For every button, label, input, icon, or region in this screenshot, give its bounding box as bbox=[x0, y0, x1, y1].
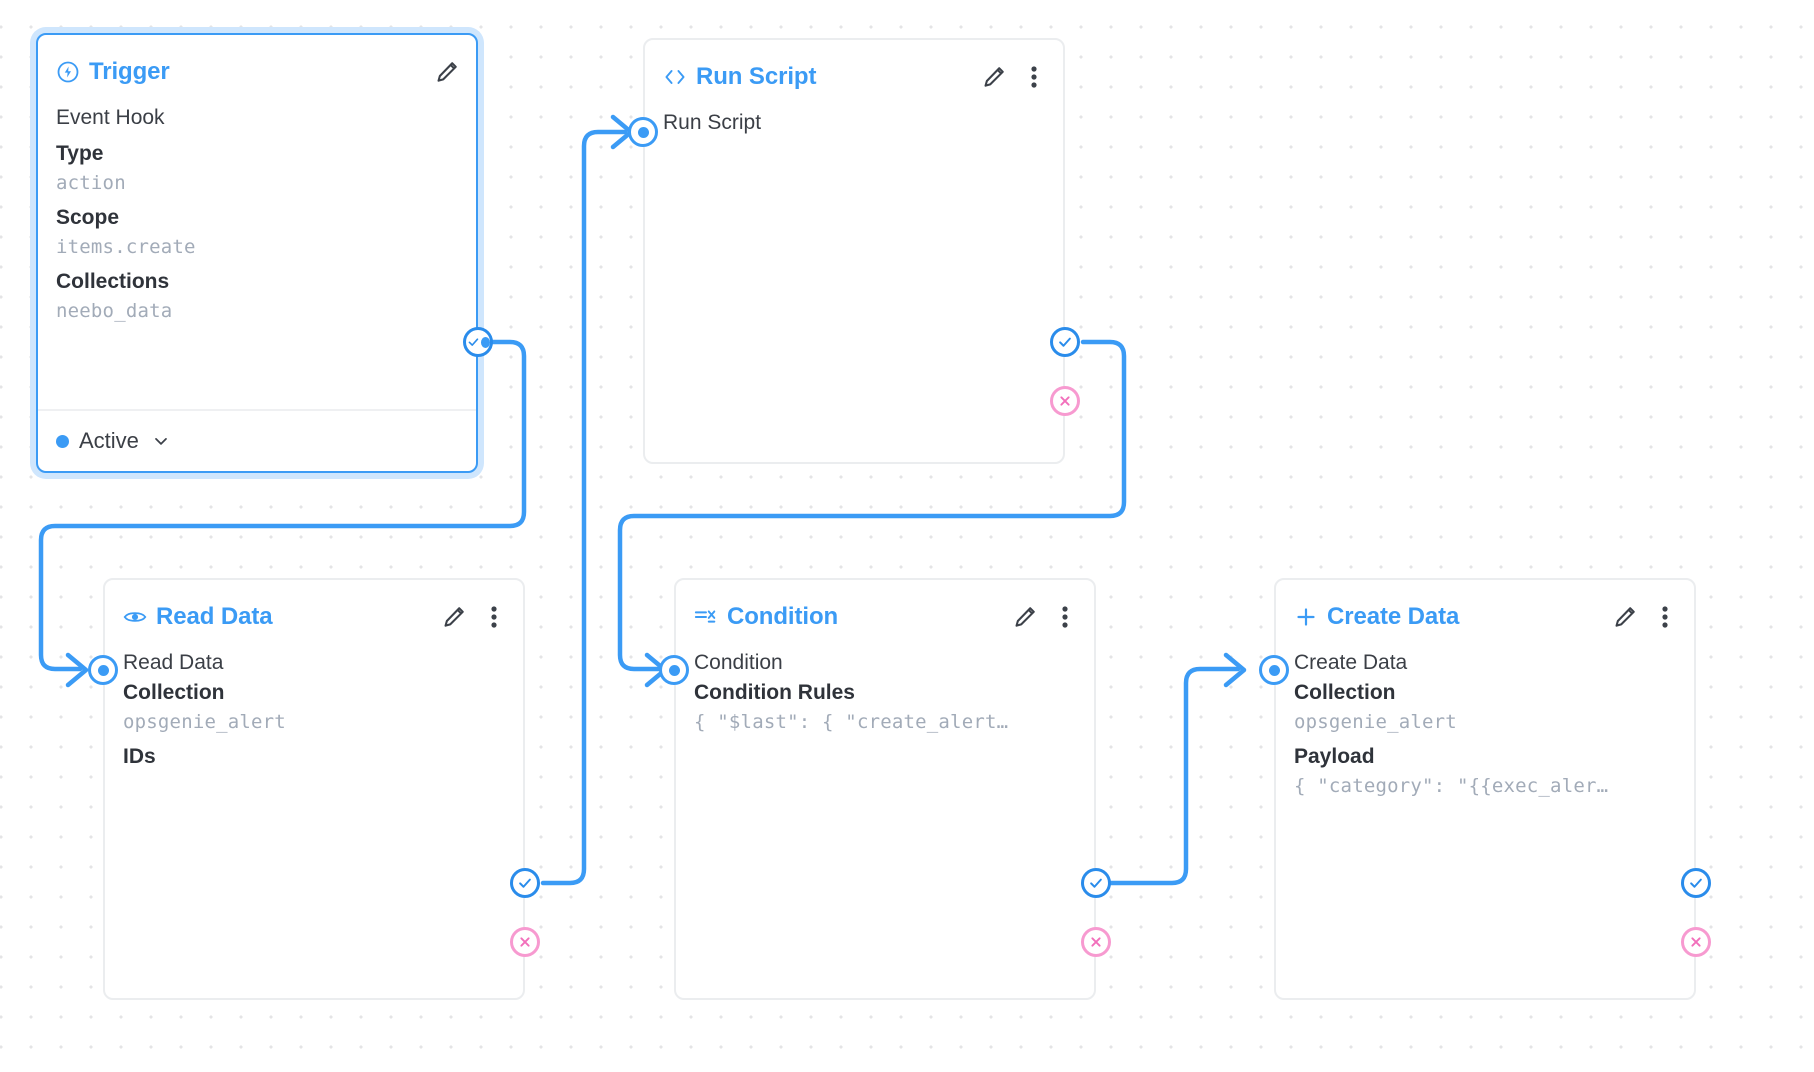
plus-icon bbox=[1294, 605, 1318, 629]
node-create-data-title: Create Data bbox=[1327, 603, 1460, 630]
node-create-data-body: Create Data Collection opsgenie_alert Pa… bbox=[1276, 640, 1694, 800]
run-script-input-port[interactable] bbox=[628, 117, 658, 147]
field-collection-value: opsgenie_alert bbox=[1294, 710, 1457, 733]
node-create-data-row-name: Create Data bbox=[1294, 651, 1408, 674]
chevron-down-icon[interactable] bbox=[151, 431, 171, 451]
field-payload-label: Payload bbox=[1294, 745, 1375, 769]
trigger-status-label: Active bbox=[79, 428, 139, 453]
node-run-script-title: Run Script bbox=[696, 63, 817, 90]
edit-pencil-icon[interactable] bbox=[1012, 604, 1038, 630]
more-options-icon[interactable] bbox=[481, 604, 507, 630]
more-options-icon[interactable] bbox=[1052, 604, 1078, 630]
node-run-script-title-group: Run Script bbox=[663, 65, 816, 89]
node-trigger-title-group: Trigger bbox=[56, 60, 170, 84]
node-read-data-header: Read Data bbox=[105, 580, 523, 640]
condition-reject-port[interactable] bbox=[1081, 927, 1111, 957]
field-condition-rules-label: Condition Rules bbox=[694, 681, 855, 705]
eye-icon bbox=[123, 605, 147, 629]
trigger-output-port[interactable] bbox=[463, 327, 493, 357]
field-collections-value: neebo_data bbox=[56, 299, 173, 322]
condition-input-port[interactable] bbox=[659, 655, 689, 685]
field-collection-label: Collection bbox=[123, 681, 225, 705]
node-create-data-header: Create Data bbox=[1276, 580, 1694, 640]
field-scope-value: items.create bbox=[56, 235, 196, 258]
edit-pencil-icon[interactable] bbox=[441, 604, 467, 630]
field-collection-value: opsgenie_alert bbox=[123, 710, 286, 733]
node-condition[interactable]: Condition Conditio bbox=[674, 578, 1096, 1000]
node-trigger[interactable]: Trigger Event Hook Type action Scope ite… bbox=[36, 33, 478, 473]
node-trigger-body: Event Hook Type action Scope items.creat… bbox=[38, 95, 476, 325]
code-brackets-icon bbox=[663, 65, 687, 89]
read-data-reject-port[interactable] bbox=[510, 927, 540, 957]
trigger-status-bar[interactable]: Active bbox=[38, 409, 476, 471]
node-condition-title: Condition bbox=[727, 603, 839, 630]
create-data-resolve-port[interactable] bbox=[1681, 868, 1711, 898]
node-create-data-title-group: Create Data bbox=[1294, 605, 1459, 629]
field-condition-rules-value: { "$last": { "create_alert… bbox=[694, 710, 1009, 733]
field-scope-label: Scope bbox=[56, 206, 120, 230]
node-condition-title-group: Condition bbox=[694, 605, 838, 629]
field-collection: Collection opsgenie_alert bbox=[123, 678, 505, 736]
edit-pencil-icon[interactable] bbox=[434, 59, 460, 85]
more-options-icon[interactable] bbox=[1652, 604, 1678, 630]
node-read-data-row-name: Read Data bbox=[123, 651, 224, 674]
node-condition-actions bbox=[1012, 604, 1078, 630]
node-trigger-title: Trigger bbox=[89, 58, 170, 85]
create-data-reject-port[interactable] bbox=[1681, 927, 1711, 957]
read-data-resolve-port[interactable] bbox=[510, 868, 540, 898]
run-script-resolve-port[interactable] bbox=[1050, 327, 1080, 357]
edit-pencil-icon[interactable] bbox=[1612, 604, 1638, 630]
field-condition-rules: Condition Rules { "$last": { "create_ale… bbox=[694, 678, 1076, 736]
read-data-input-port[interactable] bbox=[88, 655, 118, 685]
node-trigger-row-name: Event Hook bbox=[56, 106, 165, 129]
field-payload-value: { "category": "{{exec_aler… bbox=[1294, 774, 1609, 797]
node-run-script-body: Run Script bbox=[645, 100, 1063, 138]
node-read-data-body: Read Data Collection opsgenie_alert IDs bbox=[105, 640, 523, 772]
node-condition-row-name: Condition bbox=[694, 651, 783, 674]
node-trigger-actions bbox=[434, 59, 460, 85]
node-condition-body: Condition Condition Rules { "$last": { "… bbox=[676, 640, 1094, 736]
node-trigger-header: Trigger bbox=[38, 35, 476, 95]
field-ids: IDs bbox=[123, 742, 505, 771]
node-create-data[interactable]: Create Data Create bbox=[1274, 578, 1696, 1000]
field-collection-label: Collection bbox=[1294, 681, 1396, 705]
field-type-value: action bbox=[56, 171, 126, 194]
node-read-data-title-group: Read Data bbox=[123, 603, 273, 630]
more-options-icon[interactable] bbox=[1021, 64, 1047, 90]
node-read-data-title: Read Data bbox=[156, 603, 273, 630]
field-collection: Collection opsgenie_alert bbox=[1294, 678, 1676, 736]
node-read-data-actions bbox=[441, 604, 507, 630]
node-create-data-actions bbox=[1612, 604, 1678, 630]
field-collections: Collections neebo_data bbox=[56, 267, 458, 325]
node-run-script-header: Run Script bbox=[645, 40, 1063, 100]
node-run-script-actions bbox=[981, 64, 1047, 90]
field-ids-label: IDs bbox=[123, 745, 156, 769]
node-read-data[interactable]: Read Data Read Dat bbox=[103, 578, 525, 1000]
field-payload: Payload { "category": "{{exec_aler… bbox=[1294, 742, 1676, 800]
node-condition-header: Condition bbox=[676, 580, 1094, 640]
field-collections-label: Collections bbox=[56, 270, 170, 294]
trigger-bolt-icon bbox=[56, 60, 80, 84]
create-data-input-port[interactable] bbox=[1259, 655, 1289, 685]
run-script-reject-port[interactable] bbox=[1050, 386, 1080, 416]
condition-filter-icon bbox=[694, 605, 718, 629]
edit-pencil-icon[interactable] bbox=[981, 64, 1007, 90]
node-run-script-row-name: Run Script bbox=[663, 111, 762, 134]
field-scope: Scope items.create bbox=[56, 203, 458, 261]
field-type-label: Type bbox=[56, 142, 104, 166]
field-type: Type action bbox=[56, 139, 458, 197]
node-run-script[interactable]: Run Script Run Scr bbox=[643, 38, 1065, 464]
status-dot-icon bbox=[56, 434, 69, 448]
condition-resolve-port[interactable] bbox=[1081, 868, 1111, 898]
